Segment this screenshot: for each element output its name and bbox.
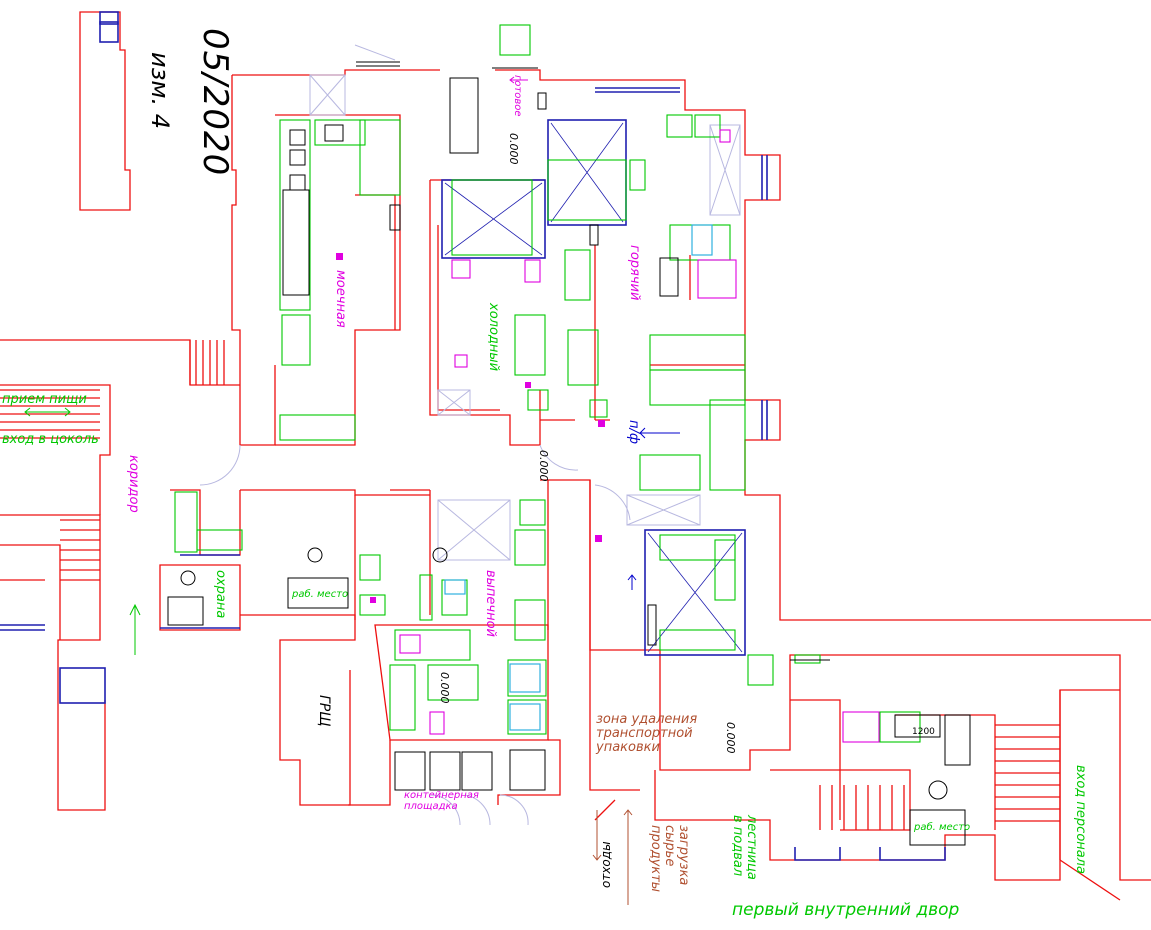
cyan-units	[444, 224, 713, 731]
walls	[0, 11, 1151, 901]
magenta-arrow	[509, 76, 528, 84]
appliances	[167, 61, 971, 846]
doors	[199, 44, 741, 826]
cold-room-cross-lines	[444, 122, 743, 653]
magenta-equipment	[399, 129, 880, 743]
blue-arrow	[627, 427, 680, 590]
cold-rooms-and-windows	[0, 11, 946, 861]
brown-arrows	[592, 809, 633, 905]
flow-arrows	[24, 407, 141, 655]
equipment	[174, 24, 921, 743]
location-markers	[336, 253, 605, 603]
